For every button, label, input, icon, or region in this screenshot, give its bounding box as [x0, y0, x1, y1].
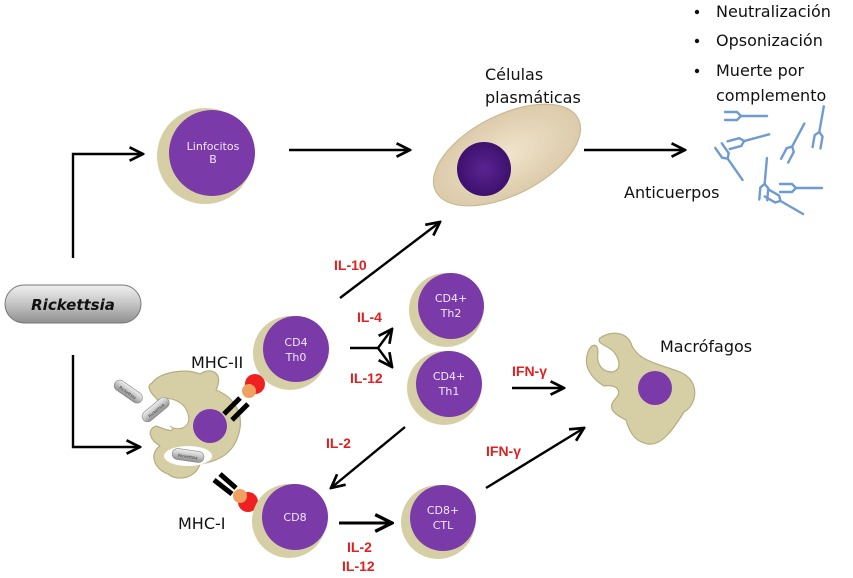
antibodies-label: Anticuerpos: [624, 183, 719, 202]
antigen-presenting-cell: Rickettsia Rickettsia Rickettsia: [113, 370, 241, 479]
cd4-th2-cell: CD4+ Th2: [409, 273, 484, 347]
svg-text:CD8+: CD8+: [427, 504, 459, 517]
svg-text:CD4+: CD4+: [433, 370, 465, 383]
cytokine-ifng-th1: IFN-γ: [512, 363, 547, 379]
b-cell: Linfocitos B: [157, 108, 255, 204]
arrow-th1-to-cd8: [331, 426, 406, 488]
svg-text:Th2: Th2: [440, 307, 462, 320]
rickettsia-particle: Rickettsia: [171, 448, 205, 463]
mhc-ii-label: MHC-II: [191, 353, 243, 372]
function-item: Opsonización: [716, 31, 823, 50]
svg-text:CTL: CTL: [433, 519, 454, 532]
arrows: [71, 150, 685, 523]
cd8-cell: CD8: [252, 484, 328, 558]
antibody-icon: [811, 105, 826, 150]
b-cell-label-line1: Linfocitos: [187, 140, 240, 153]
svg-text:Th1: Th1: [438, 385, 460, 398]
antibodies: [714, 105, 826, 216]
antibody-icon: [723, 110, 769, 122]
arrow-th0-to-plasma: [339, 222, 440, 299]
antibody-functions-list: Neutralización Opsonización Muerte por c…: [694, 2, 831, 105]
arrow-fork-to-th2: [377, 329, 392, 349]
rickettsia-node[interactable]: Rickettsia: [4, 284, 142, 324]
cd4-th0-cell: CD4 Th0: [253, 316, 329, 390]
arrow-fork-to-th1: [377, 347, 392, 367]
macrophage-nucleus: [638, 371, 672, 405]
cytokine-il2-top: IL-2: [326, 435, 351, 451]
bullet-icon: [694, 68, 700, 74]
cd4-th1-cell: CD4+ Th1: [407, 351, 482, 425]
arrow-ctl-to-macrophage: [485, 428, 584, 490]
macrophage: Macrófagos: [585, 332, 752, 445]
antibody-icon: [758, 156, 770, 202]
bullet-icon: [694, 9, 700, 15]
plasma-nucleus: [457, 142, 511, 196]
rickettsia-label: Rickettsia: [31, 296, 115, 314]
svg-text:Rickettsia: Rickettsia: [178, 453, 199, 461]
function-item: Neutralización: [716, 2, 831, 21]
svg-text:CD4+: CD4+: [435, 292, 467, 305]
svg-text:CD8: CD8: [283, 511, 306, 524]
mhc-peptide-icon: [233, 489, 247, 503]
antibody-icon: [778, 182, 824, 194]
cd8-ctl-cell: CD8+ CTL: [401, 485, 476, 559]
arrow-rickettsia-to-bcell: [71, 154, 143, 258]
antibody-icon: [763, 188, 805, 216]
cytokine-il4: IL-4: [357, 309, 382, 325]
antibody-icon: [714, 142, 744, 182]
cytokine-il12-bottom: IL-12: [342, 558, 375, 574]
bullet-icon: [694, 38, 700, 44]
mhc-peptide-icon: [242, 384, 256, 398]
function-item: Muerte por: [716, 61, 805, 80]
mhc-i-complex: MHC-I: [178, 472, 258, 533]
cell-body: [169, 110, 255, 196]
plasma-cell: Células plasmáticas: [432, 65, 582, 207]
svg-text:Th0: Th0: [285, 351, 307, 364]
arrow-rickettsia-to-apc: [71, 355, 140, 447]
antibody-icon: [726, 133, 771, 151]
plasma-label-line2: plasmáticas: [485, 88, 581, 107]
cytokine-il12: IL-12: [350, 370, 383, 386]
function-item: complemento: [716, 86, 826, 105]
mhc-i-label: MHC-I: [178, 514, 226, 533]
rickettsia-pill-icon: [4, 284, 142, 324]
mhc-ii-complex: MHC-II: [191, 353, 265, 422]
plasma-label-line1: Células: [485, 65, 543, 84]
svg-text:CD4: CD4: [284, 336, 307, 349]
antibody-icon: [779, 122, 806, 164]
macrophage-label: Macrófagos: [660, 337, 752, 356]
rickettsia-particle: Rickettsia: [113, 379, 143, 404]
apc-nucleus: [193, 409, 227, 443]
cytokine-il10: IL-10: [334, 257, 367, 273]
b-cell-label-line2: B: [209, 153, 217, 166]
cytokine-il2-bottom: IL-2: [347, 539, 372, 555]
cytokine-ifng-ctl: IFN-γ: [486, 443, 521, 459]
